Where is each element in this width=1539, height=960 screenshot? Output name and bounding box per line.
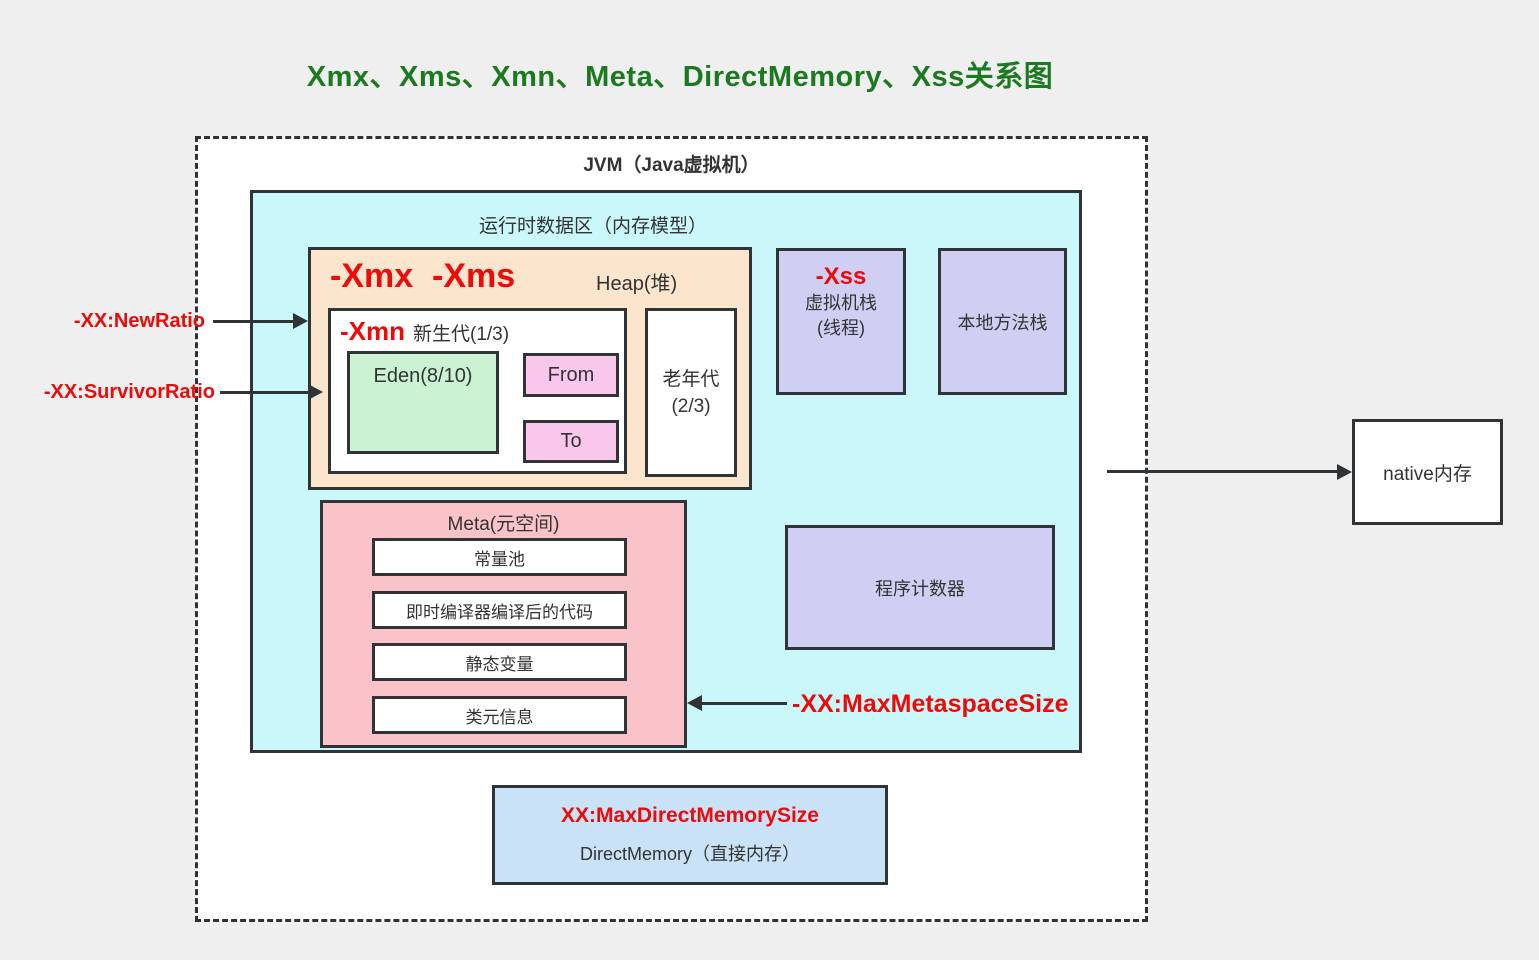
survivor-ratio-arrow [220, 391, 310, 394]
xmn-param-label: -Xmn [340, 316, 405, 346]
jvm-label: JVM（Java虚拟机） [583, 155, 760, 176]
metaspace-label: Meta(元空间) [447, 514, 560, 535]
eden-box: Eden(8/10) [347, 351, 499, 454]
native-method-stack-box: 本地方法栈 [938, 248, 1067, 395]
meta-item-class-info: 类元信息 [372, 696, 627, 734]
meta-item-label: 静态变量 [465, 654, 534, 674]
xss-param-label: -Xss [815, 263, 867, 290]
from-label: From [547, 363, 595, 386]
native-memory-arrow-head-icon [1337, 464, 1352, 480]
metaspace-arrow [699, 702, 787, 705]
heap-label: Heap(堆) [596, 273, 678, 295]
metaspace-arrow-head-icon [687, 695, 702, 711]
vm-stack-label-line2: (线程) [817, 318, 865, 338]
native-memory-label: native内存 [1383, 463, 1472, 485]
young-gen-label: 新生代(1/3) [413, 324, 510, 345]
native-memory-arrow [1107, 470, 1340, 473]
meta-item-constant-pool: 常量池 [372, 538, 627, 576]
vm-stack-label-line1: 虚拟机栈 [805, 293, 877, 313]
from-survivor-box: From [523, 353, 619, 397]
young-gen-header: -Xmn 新生代(1/3) [340, 316, 509, 347]
meta-item-label: 即时编译器编译后的代码 [406, 602, 593, 622]
native-memory-box: native内存 [1352, 419, 1503, 525]
to-survivor-box: To [523, 420, 619, 463]
meta-item-jit-code: 即时编译器编译后的代码 [372, 591, 627, 629]
direct-memory-box: XX:MaxDirectMemorySize DirectMemory（直接内存… [492, 785, 888, 885]
old-gen-label-line2: (2/3) [671, 395, 711, 417]
program-counter-label: 程序计数器 [875, 578, 965, 599]
old-gen-box: 老年代 (2/3) [645, 308, 737, 477]
program-counter-box: 程序计数器 [785, 525, 1055, 650]
meta-item-label: 类元信息 [465, 707, 534, 727]
to-label: To [560, 430, 582, 452]
old-gen-label-line1: 老年代 [662, 368, 720, 390]
native-method-stack-label: 本地方法栈 [957, 312, 1048, 333]
direct-memory-label: DirectMemory（直接内存） [579, 844, 800, 864]
new-ratio-label: -XX:NewRatio [73, 310, 205, 332]
runtime-data-area-label: 运行时数据区（内存模型） [479, 216, 708, 237]
eden-label: Eden(8/10) [373, 365, 473, 387]
metaspace-param-label: -XX:MaxMetaspaceSize [792, 690, 1069, 718]
metaspace-box: Meta(元空间) 常量池 即时编译器编译后的代码 静态变量 类元信息 [320, 500, 687, 748]
meta-item-label: 常量池 [474, 549, 525, 569]
new-ratio-arrow [213, 320, 295, 323]
direct-memory-param-label: XX:MaxDirectMemorySize [561, 804, 819, 827]
meta-item-static-vars: 静态变量 [372, 643, 627, 681]
heap-params-label: -Xmx -Xms [330, 257, 516, 295]
vm-stack-box: -Xss 虚拟机栈 (线程) [776, 248, 906, 395]
diagram-title: Xmx、Xms、Xmn、Meta、DirectMemory、Xss关系图 [306, 61, 1054, 93]
new-ratio-arrow-head-icon [293, 313, 308, 329]
survivor-ratio-arrow-head-icon [308, 384, 323, 400]
survivor-ratio-label: -XX:SurvivorRatio [43, 381, 215, 403]
